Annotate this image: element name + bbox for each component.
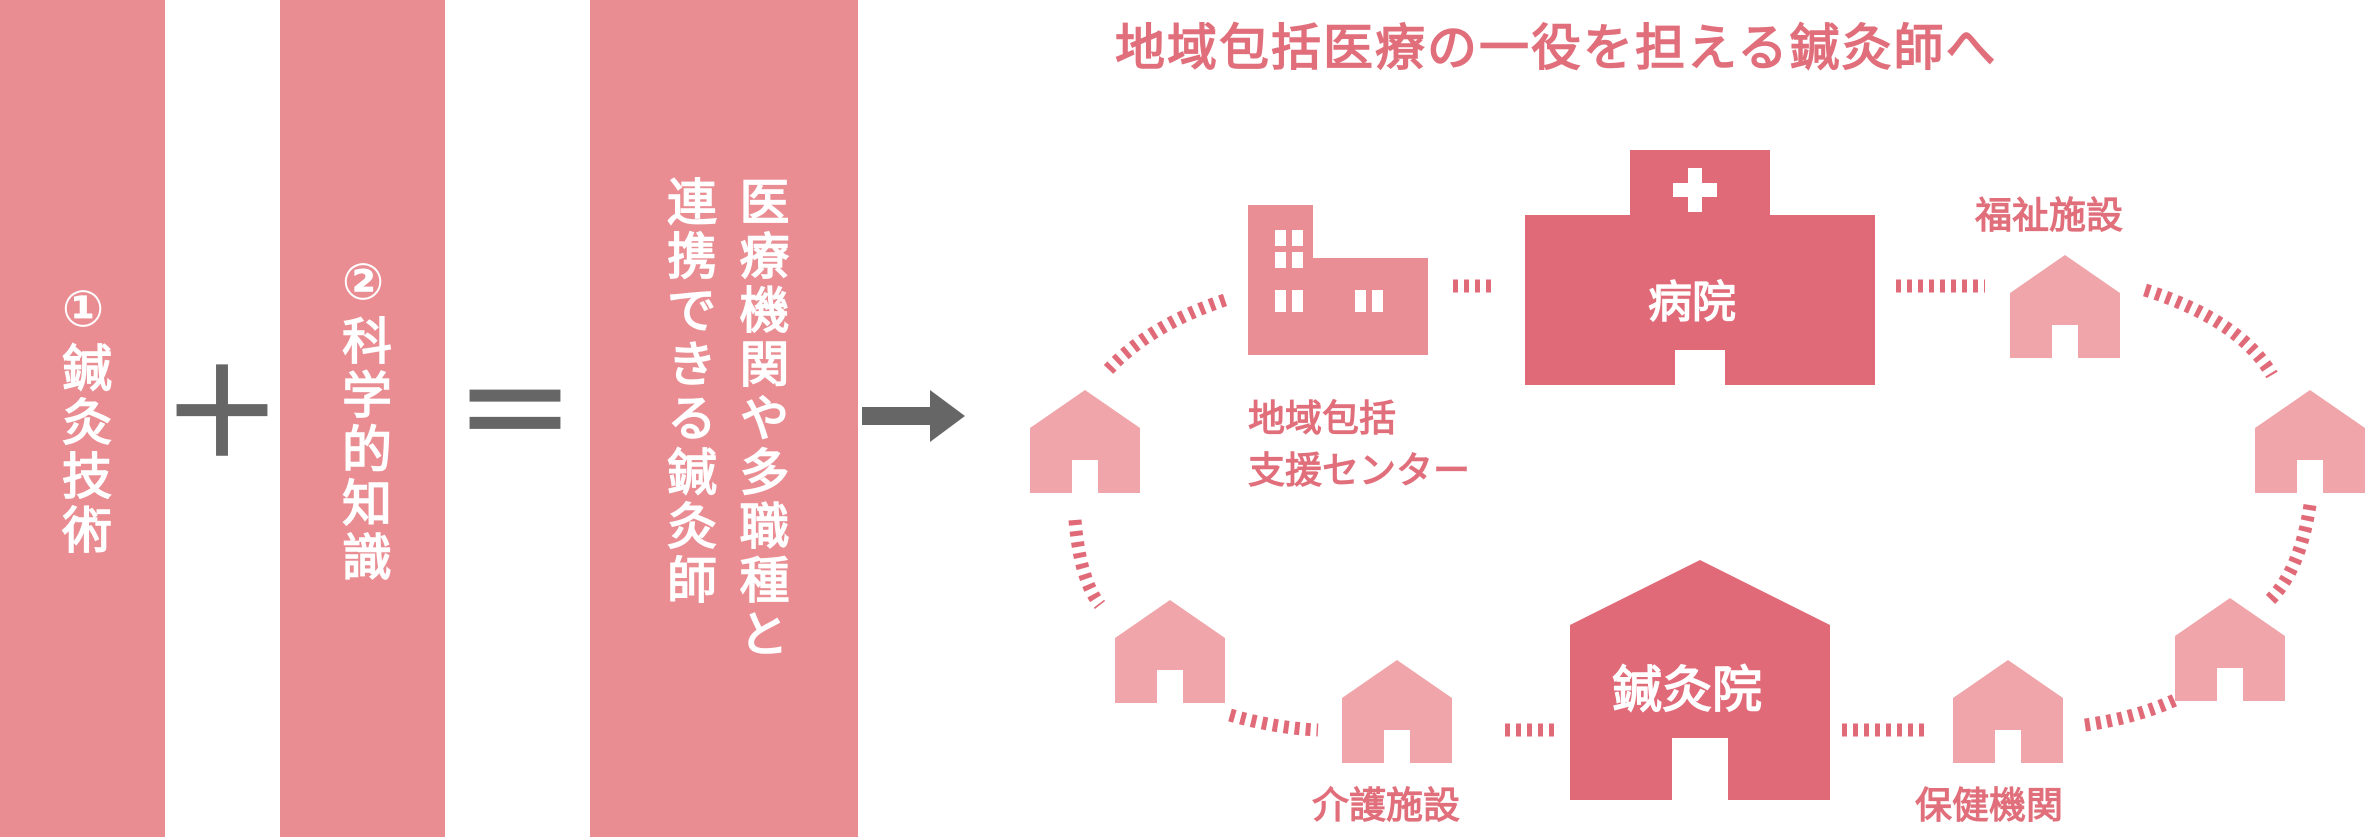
health-institution-label: 保健機関 (1915, 784, 2063, 827)
care-facility-label: 介護施設 (1312, 784, 1460, 827)
hospital-building-icon (1525, 150, 1875, 385)
plus-sign: ＋ (162, 345, 282, 484)
equals-sign: ＝ (455, 345, 575, 484)
diagram-title: 地域包括医療の一役を担える鍼灸師へ (1115, 19, 1998, 77)
house-lower-left-icon (1115, 600, 1225, 703)
acupuncture-clinic-label: 鍼灸院 (1612, 661, 1762, 719)
community-center-building-icon (1248, 205, 1428, 355)
box-scientific-knowledge: ②科学的知識 (280, 0, 445, 837)
house-right-icon (2255, 390, 2365, 493)
community-center-label-line2: 支援センター (1248, 449, 1470, 492)
house-lower-right-icon (2175, 598, 2285, 701)
house-care-facility-icon (1342, 660, 1452, 763)
house-welfare-icon (2010, 255, 2120, 358)
box-result-line2: 連携できる鍼灸師 (659, 175, 717, 608)
dotted-connectors (1068, 279, 2317, 737)
box-result-line1: 医療機関や多職種と (731, 175, 790, 662)
right-arrow-icon (862, 390, 965, 442)
box-acupuncture-skill: ①鍼灸技術 (0, 0, 165, 837)
box-scientific-knowledge-text: ②科学的知識 (334, 252, 392, 585)
box-result: 医療機関や多職種と 連携できる鍼灸師 (590, 0, 858, 837)
welfare-facility-label: 福祉施設 (1975, 194, 2123, 237)
house-health-institution-icon (1953, 660, 2063, 763)
acupuncture-clinic-building-icon (1570, 560, 1830, 800)
hospital-label: 病院 (1648, 277, 1736, 328)
community-center-label-line1: 地域包括 (1248, 397, 1396, 440)
house-left-icon (1030, 390, 1140, 493)
box-acupuncture-skill-text: ①鍼灸技術 (54, 279, 112, 558)
